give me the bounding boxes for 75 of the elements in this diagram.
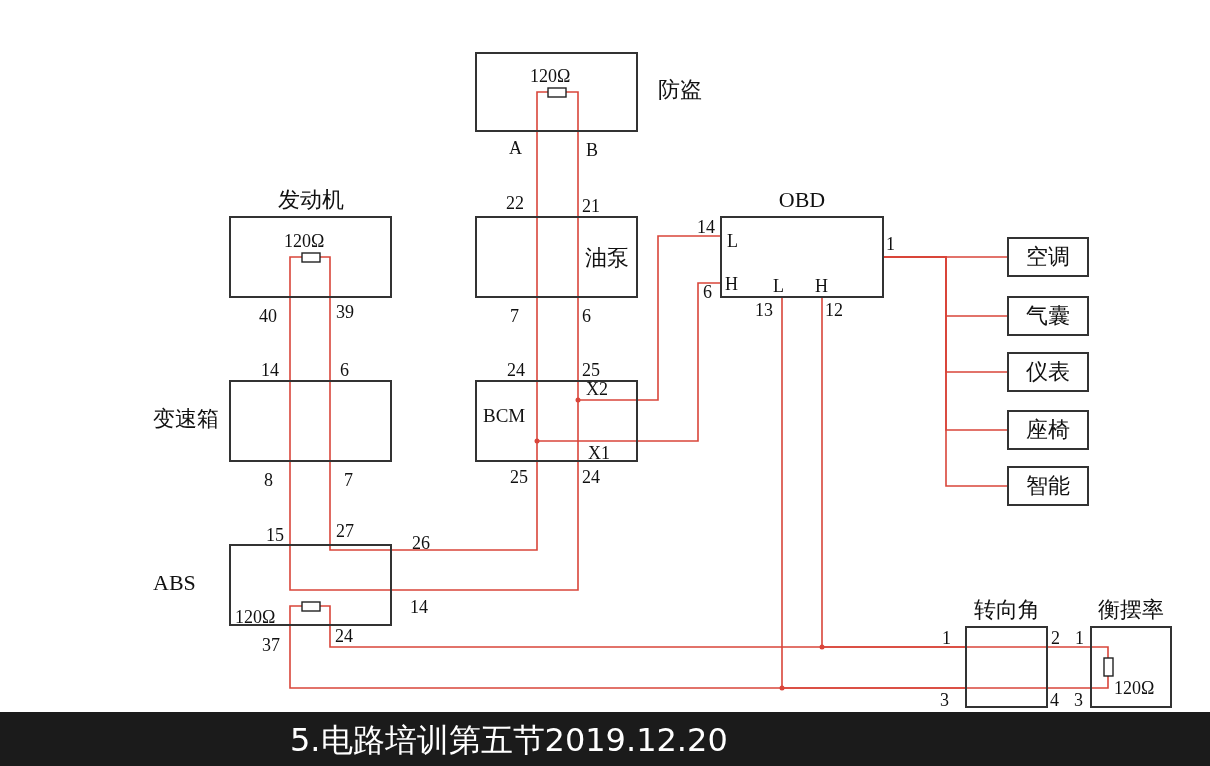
pin-number: 14 <box>261 360 279 380</box>
pin-label: L <box>773 276 784 296</box>
pin-number: 3 <box>1074 690 1083 710</box>
pin-number: 12 <box>825 300 843 320</box>
module-name: 气囊 <box>1026 304 1070 328</box>
wire <box>577 131 579 217</box>
pin-number: 14 <box>410 597 428 617</box>
wire <box>637 235 721 401</box>
pin-number: 39 <box>336 302 354 322</box>
module-name: 空调 <box>1026 245 1070 269</box>
module-name: 变速箱 <box>153 407 219 431</box>
pin-number: 25 <box>582 360 600 380</box>
pin-number: 27 <box>336 521 354 541</box>
module-name: 防盗 <box>658 78 702 102</box>
pin-number: 1 <box>1075 628 1084 648</box>
wire <box>289 297 291 381</box>
resistance-value: 120Ω <box>284 231 325 251</box>
pin-number: 1 <box>886 234 895 254</box>
module-name: OBD <box>778 188 826 212</box>
pin-number: 22 <box>506 193 524 213</box>
pin-number: 7 <box>510 306 519 326</box>
module-name: 座椅 <box>1026 418 1070 442</box>
module-name: 油泵 <box>585 246 629 270</box>
pin-number: 37 <box>262 635 280 655</box>
pin-number: 24 <box>582 467 600 487</box>
pin-number: 2 <box>1051 628 1060 648</box>
pin-number: 15 <box>266 525 284 545</box>
pin-number: 40 <box>259 306 277 326</box>
wire <box>289 461 291 545</box>
caption: 5.电路培训第五节2019.12.20 <box>290 720 728 760</box>
pin-number: 26 <box>412 533 430 553</box>
pin-number: 13 <box>755 300 773 320</box>
module-name: 仪表 <box>1026 360 1070 384</box>
pin-label: L <box>727 231 738 251</box>
resistance-value: 120Ω <box>530 66 571 86</box>
pin-number: 24 <box>335 626 353 646</box>
resistance-value: 120Ω <box>1114 678 1155 698</box>
resistance-value: 120Ω <box>235 607 276 627</box>
module-name: 衡摆率 <box>1098 598 1164 622</box>
pin-number: 3 <box>940 690 949 710</box>
pin-number: 4 <box>1050 690 1059 710</box>
pin-number: 21 <box>582 196 600 216</box>
wire <box>536 131 538 217</box>
wire <box>1047 687 1091 689</box>
wire <box>329 461 331 545</box>
module-name: BCM <box>483 404 526 428</box>
pin-label: B <box>586 140 598 160</box>
pin-label: X2 <box>586 379 608 399</box>
wire <box>1047 646 1091 648</box>
pin-label: A <box>509 138 522 158</box>
module-name: 智能 <box>1026 474 1070 498</box>
wire <box>577 297 579 381</box>
pin-number: 6 <box>340 360 349 380</box>
wire <box>329 297 331 381</box>
wire <box>391 461 538 551</box>
pin-number: 24 <box>507 360 525 380</box>
wire <box>883 256 1008 487</box>
pin-label: X1 <box>588 443 610 463</box>
module-name: 发动机 <box>277 188 344 212</box>
module-name: 转向角 <box>973 598 1040 622</box>
pin-label: H <box>725 274 738 294</box>
wire <box>637 282 721 442</box>
pin-number: 6 <box>703 282 712 302</box>
pin-number: 14 <box>697 217 715 237</box>
pin-number: 1 <box>942 628 951 648</box>
wire <box>391 461 579 591</box>
wire <box>289 625 966 689</box>
pin-number: 6 <box>582 306 591 326</box>
pin-label: H <box>815 276 828 296</box>
wire <box>536 297 538 381</box>
module-name: ABS <box>153 571 196 595</box>
pin-number: 25 <box>510 467 528 487</box>
wire <box>329 625 966 648</box>
pin-number: 7 <box>344 470 353 490</box>
pin-number: 8 <box>264 470 273 490</box>
